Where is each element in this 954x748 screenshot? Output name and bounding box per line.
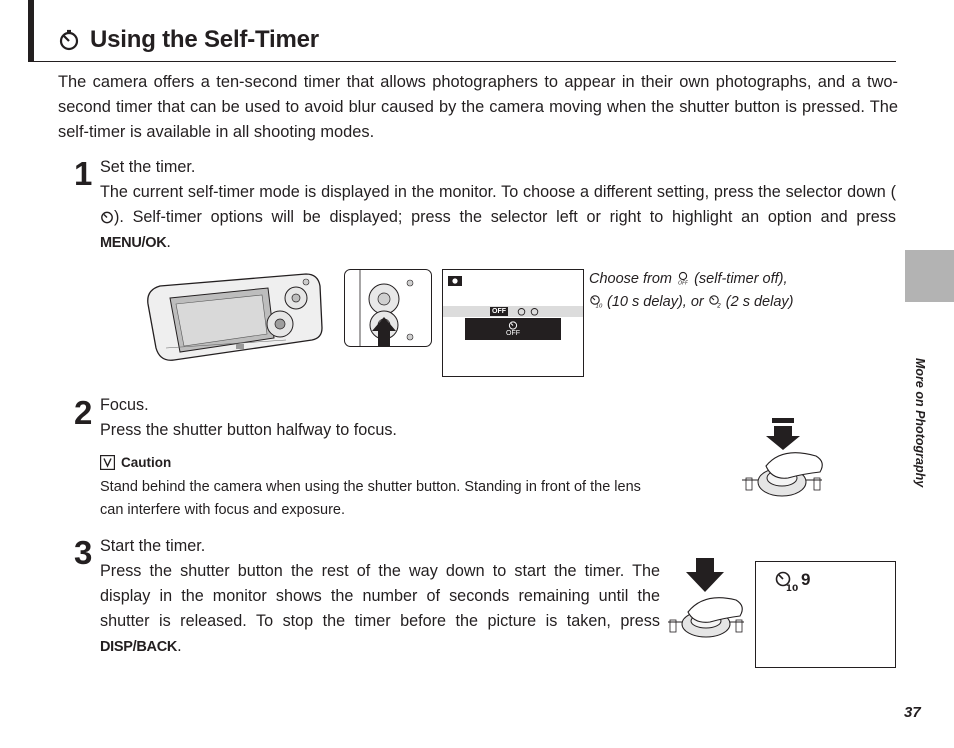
caption-text-a: Choose from: [589, 271, 677, 287]
self-timer-10s-icon: 10: [775, 571, 798, 592]
half-press-illustration: [742, 418, 823, 497]
timer-options-caption: Choose from OFF (self-timer off), 10 (10…: [589, 268, 829, 314]
section-thumb-tab: [905, 250, 954, 302]
self-timer-off-icon: OFF: [678, 271, 688, 286]
step-1-text-b: ). Self-timer options will be displayed;…: [114, 208, 896, 226]
caption-line-1: Choose from OFF (self-timer off),: [589, 268, 829, 291]
step-2-number: 2: [74, 394, 92, 431]
countdown-monitor: 10 9: [755, 561, 896, 668]
section-label: More on Photography: [913, 358, 927, 488]
countdown-seconds: 9: [801, 570, 811, 589]
timer-options-row: OFF: [443, 306, 583, 317]
self-timer-icon: [508, 321, 518, 330]
timer-option-off[interactable]: OFF: [490, 307, 508, 316]
menu-ok-keyword: MENU/OK: [100, 235, 167, 251]
heading-bar: [28, 0, 34, 62]
step-3-number: 3: [74, 534, 92, 571]
svg-text:10: 10: [596, 304, 603, 309]
step-3-text: Press the shutter button the rest of the…: [100, 562, 660, 630]
svg-text:2: 2: [717, 303, 721, 309]
step-1-number: 1: [74, 155, 92, 192]
camera-mode-icon: [448, 276, 462, 286]
monitor-menu-screen: OFF OFF: [442, 269, 584, 377]
caution-label: Caution: [121, 455, 172, 470]
heading-rule: [28, 61, 896, 62]
disp-back-keyword: DISP/BACK: [100, 639, 178, 655]
page-title: Using the Self-Timer: [58, 26, 319, 54]
self-timer-icon: [101, 211, 113, 224]
camera-back-illustration: [147, 273, 323, 361]
step-3-body: Press the shutter button the rest of the…: [100, 559, 660, 660]
caption-text-b: (self-timer off),: [690, 271, 788, 287]
caption-line-2: 10 (10 s delay), or 2 (2 s delay): [589, 291, 829, 314]
svg-text:OFF: OFF: [678, 281, 688, 286]
self-timer-icon: [59, 29, 79, 51]
caption-text-d: (2 s delay): [721, 294, 794, 310]
caution-body: Stand behind the camera when using the s…: [100, 479, 641, 518]
step-1-text-a: The current self-timer mode is displayed…: [100, 183, 896, 201]
selector-closeup-illustration: [344, 269, 432, 347]
caption-text-c: (10 s delay), or: [603, 294, 708, 310]
selected-timer-option[interactable]: OFF: [465, 318, 561, 340]
step-3-text-end: .: [177, 637, 182, 655]
page-number: 37: [904, 704, 921, 721]
full-press-illustration: [668, 558, 744, 638]
timer-2s-icon[interactable]: [530, 307, 539, 316]
self-timer-10s-icon: 10: [590, 295, 603, 309]
step-1-heading: Set the timer.: [100, 158, 196, 176]
caution-icon: [100, 455, 115, 470]
step-1-body: The current self-timer mode is displayed…: [100, 180, 896, 256]
selected-option-label: OFF: [506, 330, 520, 337]
step-1-text-end: .: [166, 233, 171, 251]
svg-text:10: 10: [786, 584, 798, 592]
caution-heading: Caution: [100, 455, 171, 470]
step-2-heading: Focus.: [100, 396, 149, 414]
intro-paragraph: The camera offers a ten-second timer tha…: [58, 73, 898, 141]
step-2-body: Press the shutter button halfway to focu…: [100, 421, 397, 439]
title-text: Using the Self-Timer: [90, 26, 319, 53]
timer-10s-icon[interactable]: [517, 307, 526, 316]
self-timer-2s-icon: 2: [709, 295, 721, 309]
step-3-heading: Start the timer.: [100, 537, 206, 555]
